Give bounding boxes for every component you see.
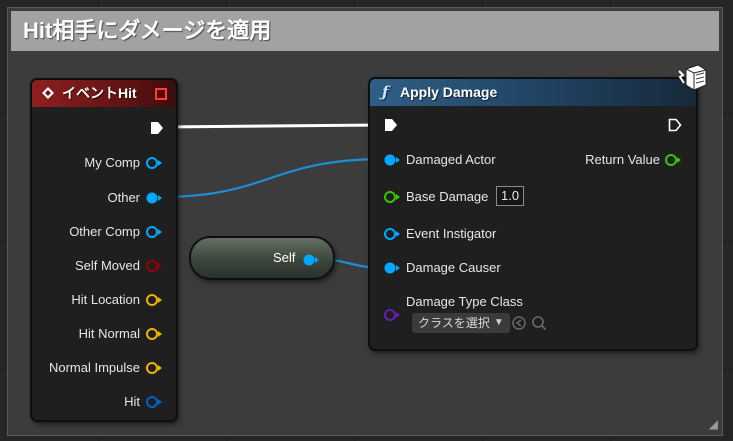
pin-self-out[interactable] [302, 253, 320, 267]
pin-label-normal-impulse: Normal Impulse [48, 360, 140, 375]
pin-label-event-instigator: Event Instigator [406, 226, 497, 241]
event-delegate-pin[interactable] [155, 88, 167, 100]
function-f-icon: ƒ [382, 83, 389, 101]
pin-label-hit-location: Hit Location [71, 292, 140, 307]
exec-wire[interactable] [162, 123, 384, 129]
chevron-down-icon: ▼ [493, 317, 504, 328]
damage-type-class-select[interactable]: クラスを選択 ▼ [412, 313, 510, 333]
base-damage-input[interactable]: 1.0 [496, 186, 525, 206]
pin-event-instigator[interactable] [383, 227, 401, 241]
class-select-value: クラスを選択 [418, 316, 490, 330]
pin-base-damage[interactable] [383, 190, 401, 204]
pin-label-hit: Hit [124, 394, 140, 409]
comment-title[interactable]: Hit相手にダメージを適用 [11, 11, 719, 51]
pin-hit-normal[interactable] [145, 327, 163, 341]
pin-normal-impulse[interactable] [145, 361, 163, 375]
apply-damage-node[interactable]: ƒ Apply Damage Damaged Actor Return Valu… [369, 64, 707, 350]
event-hit-title: イベントHit [62, 85, 137, 101]
pin-label-my-comp: My Comp [84, 155, 140, 170]
pin-hit-location[interactable] [145, 293, 163, 307]
pin-damage-causer[interactable] [383, 261, 401, 275]
apply-damage-exec-in-pin[interactable] [383, 117, 399, 133]
search-icon[interactable] [531, 315, 547, 331]
pin-label-self-moved: Self Moved [74, 258, 140, 273]
pin-label-other: Other [107, 190, 140, 205]
event-hit-header[interactable]: イベントHit [32, 80, 176, 107]
pin-damage-type-class[interactable] [383, 308, 401, 322]
apply-damage-title: Apply Damage [400, 84, 498, 100]
other-to-damaged-actor-wire[interactable] [159, 157, 387, 199]
pin-label-hit-normal: Hit Normal [78, 326, 140, 341]
pin-other-comp[interactable] [145, 225, 163, 239]
pin-damaged-actor[interactable] [383, 153, 401, 167]
pin-label-base-damage: Base Damage [406, 189, 489, 204]
pin-label-damage-type-class: Damage Type Class [406, 294, 523, 309]
pin-return-value[interactable] [664, 153, 682, 167]
pin-hit[interactable] [145, 395, 163, 409]
pin-label-damage-causer: Damage Causer [406, 260, 501, 275]
pin-other[interactable] [145, 191, 163, 205]
self-label: Self [273, 250, 296, 265]
apply-damage-exec-out-pin[interactable] [667, 117, 683, 133]
pin-label-damaged-actor: Damaged Actor [406, 152, 496, 167]
event-exec-out-pin[interactable] [149, 120, 165, 136]
browse-arrow-icon[interactable] [511, 315, 527, 331]
apply-damage-header[interactable]: ƒ Apply Damage [370, 79, 696, 106]
self-reference-node[interactable]: Self [190, 237, 334, 279]
event-diamond-icon [42, 87, 54, 99]
pin-label-other-comp: Other Comp [69, 224, 140, 239]
server-cube-icon [678, 64, 707, 91]
pin-my-comp[interactable] [145, 156, 163, 170]
pin-label-return-value: Return Value [585, 152, 660, 167]
event-hit-node[interactable]: イベントHit My Comp Other Other Comp Self Mo… [31, 79, 177, 421]
comment-resize-grip[interactable]: ◢ [708, 417, 718, 431]
pin-self-moved[interactable] [145, 259, 163, 273]
